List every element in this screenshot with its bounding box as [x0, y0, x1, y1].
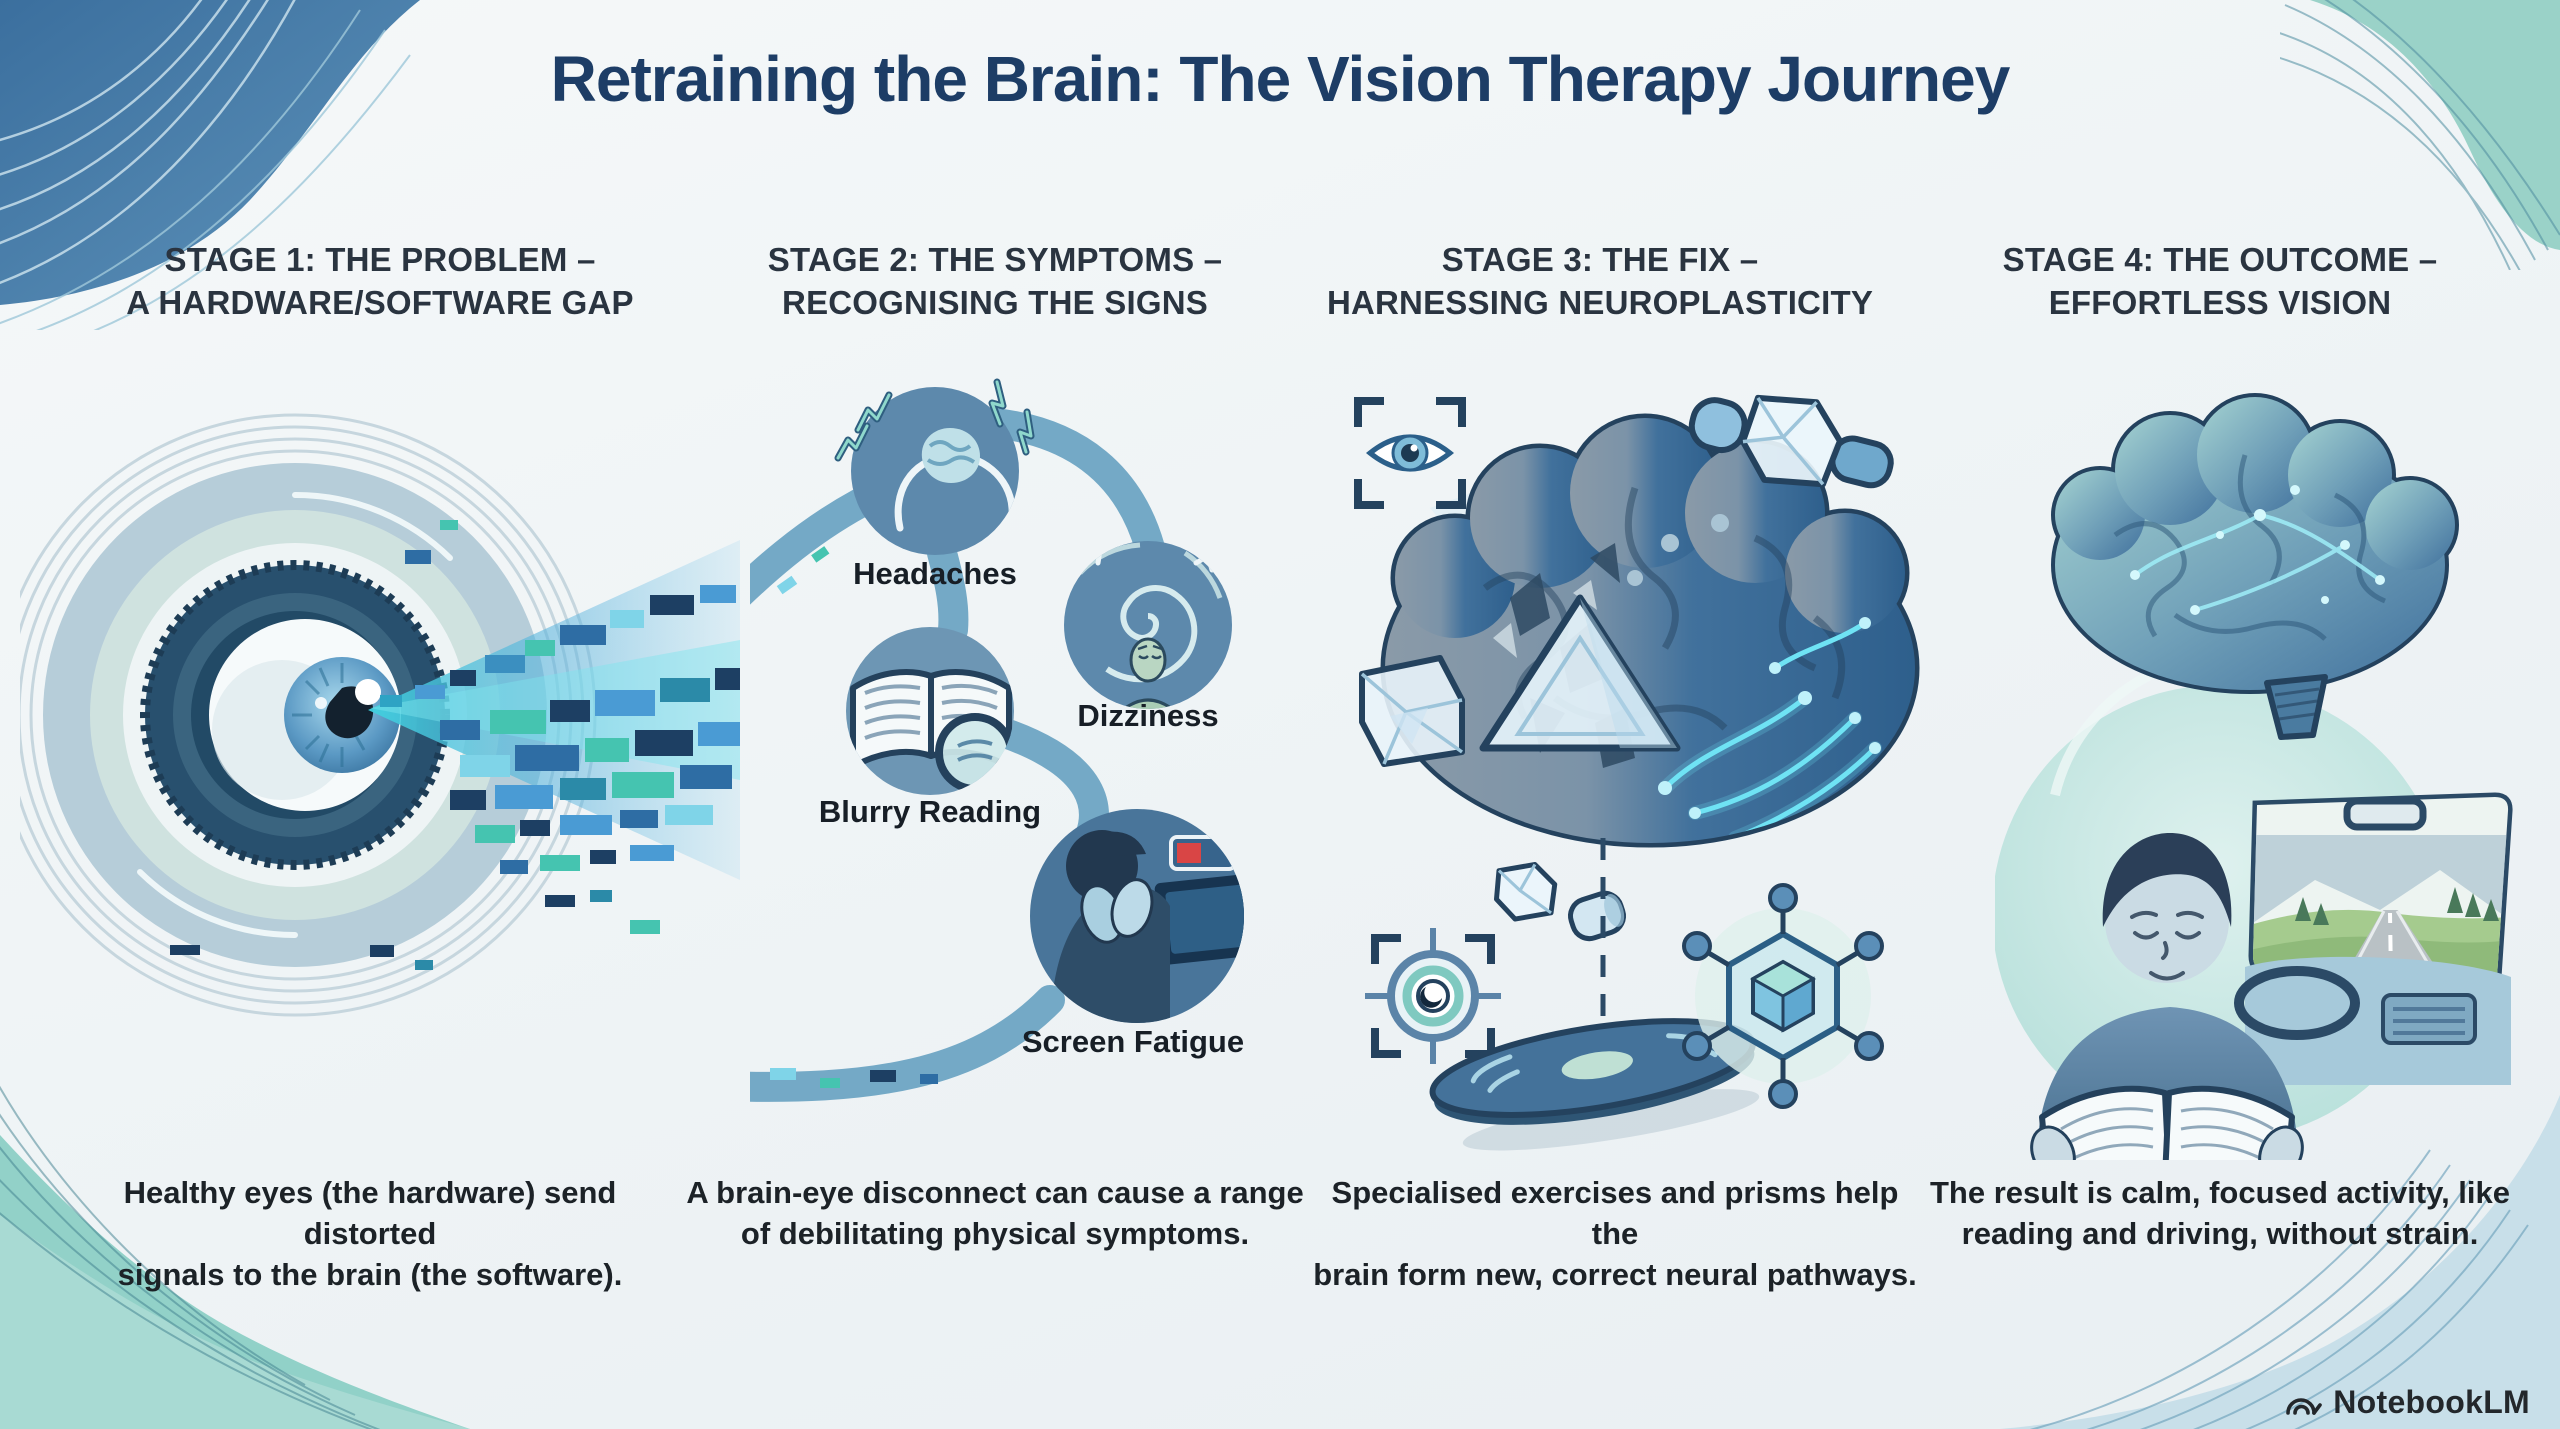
glass-prism-block-icon	[1359, 655, 1465, 767]
tube-glitch-pixels	[770, 546, 938, 1088]
glitch-pixel-stream	[170, 520, 740, 970]
stage-3-caption: Specialised exercises and prisms help th…	[1305, 1172, 1925, 1295]
stage-3-heading: STAGE 3: THE FIX – HARNESSING NEUROPLAST…	[1290, 238, 1910, 324]
eye-tracking-target-icon	[1365, 928, 1501, 1064]
stage-4-outcome-illustration	[1995, 393, 2513, 1160]
stage-4-caption: The result is calm, focused activity, li…	[1910, 1172, 2530, 1254]
stage-4-heading-line1: STAGE 4: THE OUTCOME –	[2002, 241, 2438, 278]
notebooklm-arc-icon	[2286, 1397, 2323, 1415]
low-battery-icon	[1169, 835, 1243, 871]
stage-1-eye-illustration	[20, 413, 740, 1017]
stage-2-symptoms-illustration	[750, 378, 1244, 1102]
stage-2-heading-line2: RECOGNISING THE SIGNS	[782, 284, 1208, 321]
neuro-molecule-icon	[1682, 883, 1884, 1109]
corner-decoration-top-left	[0, 0, 420, 330]
stage-3-heading-line2: HARNESSING NEUROPLASTICITY	[1326, 284, 1874, 321]
person-reading-book	[2030, 833, 2304, 1160]
notebooklm-branding: NotebookLM	[2284, 1384, 2530, 1421]
stage-3-caption-line1: Specialised exercises and prisms help th…	[1331, 1175, 1899, 1251]
stage-2-heading-line1: STAGE 2: THE SYMPTOMS –	[767, 241, 1223, 278]
stage-2-heading: STAGE 2: THE SYMPTOMS – RECOGNISING THE …	[685, 238, 1305, 324]
eye-in-viewfinder-icon	[1354, 397, 1466, 509]
stage-3-heading-line1: STAGE 3: THE FIX –	[1441, 241, 1759, 278]
stage-3-fix-illustration	[1354, 394, 1920, 1151]
stage-1-caption-line1: Healthy eyes (the hardware) send distort…	[123, 1175, 617, 1251]
symptom-label-blurry-reading: Blurry Reading	[818, 794, 1042, 829]
notebooklm-logo-text: NotebookLM	[2333, 1384, 2530, 1420]
calm-brain-illustration	[2051, 393, 2459, 740]
symptom-label-headaches: Headaches	[853, 556, 1017, 591]
stage-2-caption-line2: of debilitating physical symptoms.	[740, 1216, 1250, 1251]
corner-decoration-bottom-right	[2000, 1095, 2560, 1429]
car-dashboard	[2245, 956, 2511, 1085]
corner-decoration-bottom-left	[0, 1085, 470, 1429]
stage-3-caption-line2: brain form new, correct neural pathways.	[1313, 1257, 1917, 1292]
stage-1-caption-line2: signals to the brain (the software).	[117, 1257, 623, 1292]
steering-wheel	[2234, 966, 2360, 1040]
stage-1-caption: Healthy eyes (the hardware) send distort…	[60, 1172, 680, 1295]
open-book	[2030, 1085, 2304, 1160]
stage-2-caption-line1: A brain-eye disconnect can cause a range	[686, 1175, 1304, 1210]
corner-decoration-top-right	[2280, 0, 2560, 270]
stage-1-heading-line2: A HARDWARE/SOFTWARE GAP	[126, 284, 634, 321]
prism-scope-icon	[1688, 394, 1894, 489]
small-glass-cube-icon	[1493, 861, 1558, 922]
stage-4-heading: STAGE 4: THE OUTCOME – EFFORTLESS VISION	[1910, 238, 2530, 324]
stage-4-caption-line2: reading and driving, without strain.	[1961, 1216, 2479, 1251]
stage-1-heading-line1: STAGE 1: THE PROBLEM –	[164, 241, 596, 278]
brainstem	[2264, 674, 2328, 740]
stage-1-heading: STAGE 1: THE PROBLEM – A HARDWARE/SOFTWA…	[70, 238, 690, 324]
lightning-bolt-icons	[834, 378, 1035, 462]
screen-fatigue-circle-icon	[1030, 809, 1244, 1023]
small-glass-cylinder-icon	[1568, 890, 1626, 942]
rearview-mirror	[2343, 797, 2427, 831]
stage-4-caption-line1: The result is calm, focused activity, li…	[1929, 1175, 2511, 1210]
center-prism-icon	[1479, 594, 1681, 752]
symptom-label-dizziness: Dizziness	[1077, 698, 1219, 733]
symptom-label-screen-fatigue: Screen Fatigue	[1021, 1024, 1245, 1059]
car-windshield-driving-scene	[2234, 792, 2513, 1085]
stage-4-heading-line2: EFFORTLESS VISION	[2048, 284, 2392, 321]
page-title: Retraining the Brain: The Vision Therapy…	[550, 43, 2011, 115]
stage-2-caption: A brain-eye disconnect can cause a range…	[685, 1172, 1305, 1254]
